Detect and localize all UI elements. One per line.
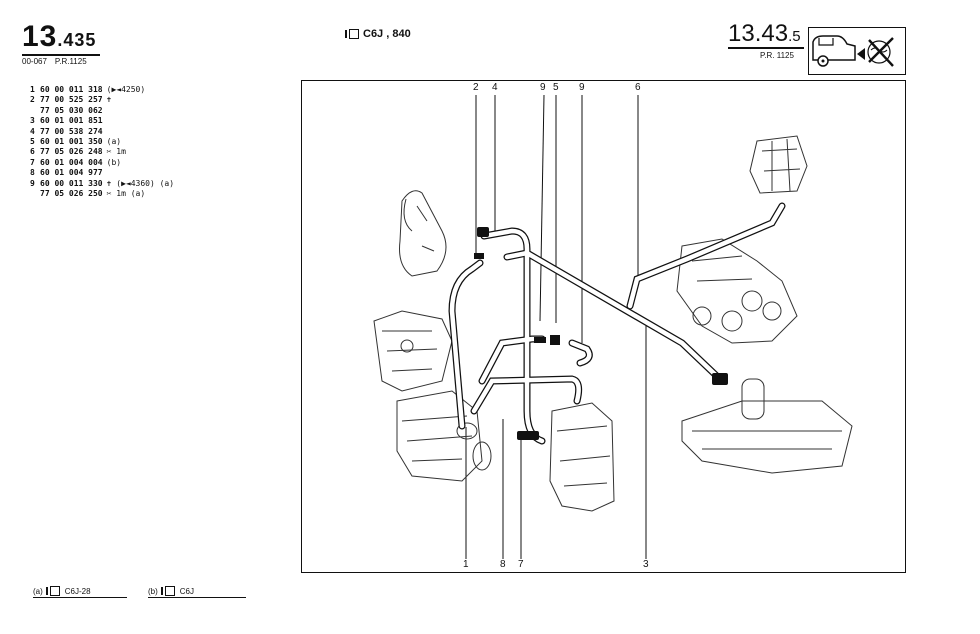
- callout-label: 5: [553, 82, 559, 93]
- part-reference: 60 01 004 004: [40, 157, 103, 167]
- engine-icon: [160, 586, 175, 596]
- part-number: 7: [30, 157, 35, 167]
- part-number: 8: [30, 168, 35, 178]
- part-reference: 60 00 011 318: [40, 85, 103, 94]
- part-reference: 77 00 525 257: [40, 95, 103, 105]
- part-reference: 77 05 026 248: [40, 147, 103, 157]
- part-number: 2: [30, 95, 35, 105]
- part-note: ✂ 1m: [106, 147, 126, 157]
- part-number: 5: [30, 137, 35, 147]
- parts-list-row: 6 77 05 026 248✂ 1m: [30, 147, 174, 157]
- parts-list-row: 8 60 01 004 977: [30, 168, 174, 178]
- part-note: (b): [106, 157, 122, 167]
- engine-icon: [345, 29, 359, 39]
- engine-label: C6J , 840: [345, 28, 411, 40]
- callout-label: 7: [518, 559, 524, 570]
- parts-list-row: 4 77 00 538 274: [30, 127, 174, 137]
- parts-list-row: 77 05 030 062: [30, 106, 174, 116]
- parts-list-row: 1 60 00 011 318(▶◄4250): [30, 85, 174, 95]
- footnote-a: (a) C6J-28: [33, 586, 127, 598]
- footnote-b: (b) C6J: [148, 586, 246, 598]
- page-ref-right: P.R. 1125: [760, 51, 794, 60]
- parts-list-row: 3 60 01 001 851: [30, 116, 174, 126]
- part-reference: 60 01 004 977: [40, 168, 103, 178]
- page-code-right: 13.43.5: [728, 20, 801, 47]
- parts-list-row: 7 60 01 004 004(b): [30, 158, 174, 168]
- part-note: (a): [106, 137, 122, 147]
- part-note: ✝ (▶◄4360) (a): [106, 178, 175, 188]
- parts-list-row: 9 60 00 011 330✝ (▶◄4360) (a): [30, 179, 174, 189]
- part-number: 9: [30, 178, 35, 188]
- callout-label: 9: [540, 82, 546, 93]
- parts-list-row: 5 60 01 001 350(a): [30, 137, 174, 147]
- header-rule-right: [728, 47, 804, 49]
- parts-list-row: 77 05 026 250✂ 1m (a): [30, 189, 174, 199]
- part-reference: 77 00 538 274: [40, 126, 103, 136]
- part-number: 6: [30, 147, 35, 157]
- part-reference: 60 00 011 330: [40, 178, 103, 188]
- part-number: 1: [30, 85, 35, 94]
- callout-label: 2: [473, 82, 479, 93]
- callout-label: 6: [635, 82, 641, 93]
- car-emission-crossed-icon: [808, 27, 906, 75]
- part-reference: 60 01 001 350: [40, 137, 103, 147]
- part-note: (▶◄4250): [106, 85, 146, 94]
- engine-icon: [45, 586, 60, 596]
- parts-list-row: 2 77 00 525 257✝: [30, 95, 174, 105]
- hose-diagram: [373, 94, 853, 559]
- callout-label: 4: [492, 82, 498, 93]
- callout-label: 1: [463, 559, 469, 570]
- page-code-left: 13.435: [22, 20, 97, 53]
- part-note: ✂ 1m (a): [106, 189, 146, 199]
- callout-label: 3: [643, 559, 649, 570]
- part-reference: 77 05 030 062: [40, 105, 103, 115]
- callout-label: 9: [579, 82, 585, 93]
- part-number: 3: [30, 116, 35, 126]
- part-reference: 60 01 001 851: [40, 116, 103, 126]
- part-reference: 77 05 026 250: [40, 189, 103, 199]
- part-number: 4: [30, 126, 35, 136]
- callout-label: 8: [500, 559, 506, 570]
- part-note: ✝: [106, 95, 112, 105]
- header-rule-left: [22, 54, 100, 56]
